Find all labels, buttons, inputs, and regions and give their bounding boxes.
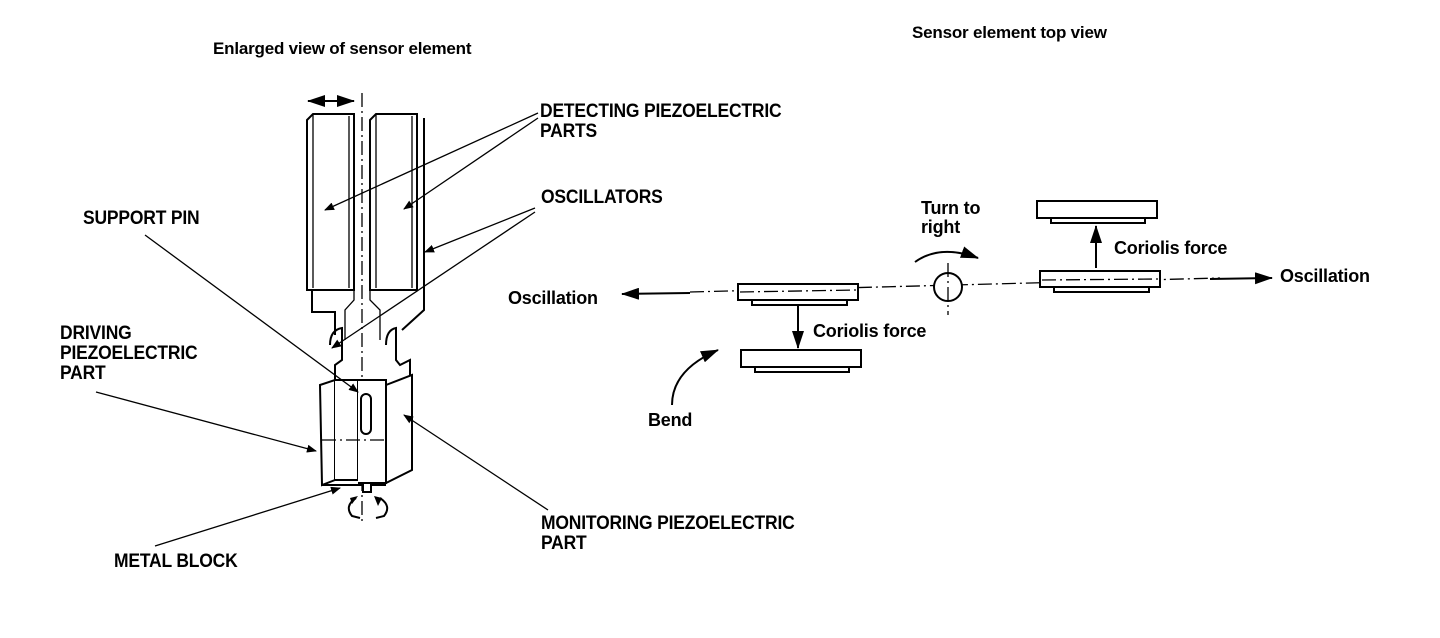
oscillator-right [385,326,411,375]
label-driving-piezoelectric-part: DRIVING PIEZOELECTRIC PART [60,323,198,384]
oscillator-bar-right-upper [1036,200,1158,219]
leader-support-pin [144,234,359,393]
label-detecting-piezoelectric-parts: DETECTING PIEZOELECTRIC PARTS [540,101,782,142]
detecting-piezo-left [306,113,355,291]
label-monitoring-piezoelectric-part: MONITORING PIEZOELECTRIC PART [541,514,795,554]
label-turn-line1: Turn to [921,198,981,218]
top-view-drawing [621,200,1273,406]
oscillation-arrow-left [621,287,691,300]
rotation-arrow-right [375,497,389,519]
oscillator-bar-left-lower [740,349,862,368]
leader-detecting-left [324,112,539,211]
monitoring-piezo-face [385,373,413,485]
label-driving-line2: PIEZOELECTRIC [60,342,198,364]
support-pin [360,393,372,435]
leader-detecting-right [403,117,539,210]
driving-piezo-face [318,378,336,487]
label-support-pin: SUPPORT PIN [83,208,200,229]
label-oscillation-left: Oscillation [508,288,598,308]
label-oscillation-right: Oscillation [1280,266,1370,286]
turn-right-arrow [914,246,979,263]
label-driving-line1: DRIVING [60,323,132,344]
leader-lines [95,112,549,547]
leader-monitoring-piezo [403,414,549,511]
label-driving-line3: PART [60,362,106,384]
label-detecting-line1: DETECTING PIEZOELECTRIC [540,101,782,122]
label-detecting-line2: PARTS [540,120,598,142]
leader-metal-block [154,486,341,547]
leader-driving-piezo [95,391,317,453]
detecting-piezo-right [369,113,418,291]
oscillation-arrow-right [1209,272,1273,285]
label-coriolis-force-right: Coriolis force [1114,238,1228,258]
label-metal-block: METAL BLOCK [114,551,238,572]
sensor-element-drawing [306,93,425,525]
oscillator-bar-left-upper [737,283,859,301]
left-panel-title: Enlarged view of sensor element [213,39,472,58]
label-oscillators: OSCILLATORS [541,187,663,208]
right-panel-title: Sensor element top view [912,23,1107,42]
label-bend: Bend [648,410,693,430]
label-turn-to-right: Turn to right [921,199,980,237]
oscillator-left [329,326,343,380]
rotation-arrow-left [347,497,361,519]
label-monitoring-line2: PART [541,532,587,554]
label-turn-line2: right [921,216,960,237]
label-monitoring-line1: MONITORING PIEZOELECTRIC [541,513,795,534]
bend-arrow [671,349,719,406]
leader-oscillators-left [331,211,536,349]
label-coriolis-force-left: Coriolis force [813,321,927,341]
leader-oscillators-right [424,207,536,253]
